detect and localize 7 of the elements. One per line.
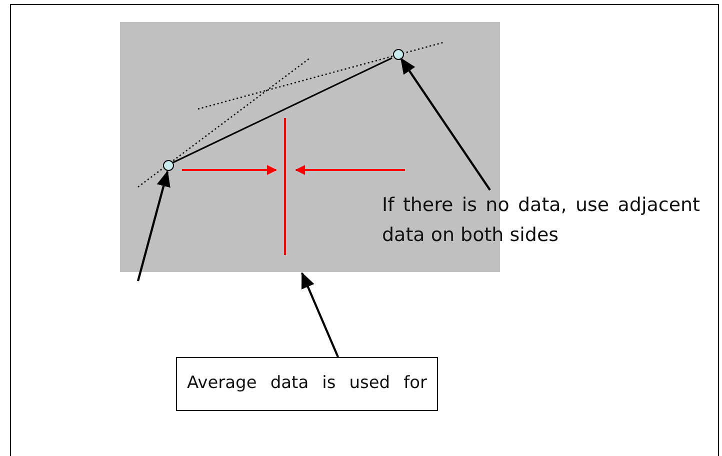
data-point: [393, 49, 404, 60]
callout-box: Average data is used for: [176, 357, 438, 411]
arrow: [136, 170, 170, 282]
arrow: [300, 272, 340, 358]
arrow: [400, 58, 491, 191]
annotation-text: If there is no data, use adjacent data on both sides: [382, 190, 700, 260]
data-point: [163, 160, 174, 171]
